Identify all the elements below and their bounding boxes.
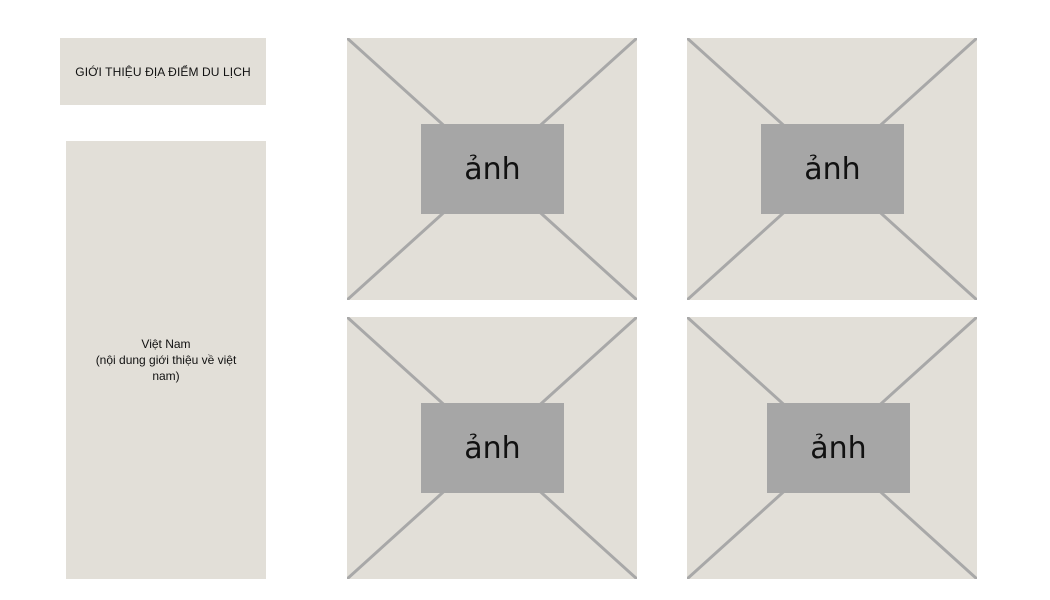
image-placeholder-2: ảnh [687,38,977,300]
image-placeholder-4: ảnh [687,317,977,579]
intro-text: Việt Nam (nội dung giới thiệu về việt na… [81,336,251,384]
image-placeholder-1: ảnh [347,38,637,300]
image-label: ảnh [464,430,521,466]
intro-heading: Việt Nam [141,337,191,351]
intro-description: (nội dung giới thiệu về việt nam) [95,353,237,383]
image-label: ảnh [464,151,521,187]
image-placeholder-3: ảnh [347,317,637,579]
image-label-box: ảnh [421,403,564,493]
image-label-box: ảnh [421,124,564,214]
page-title: GIỚI THIỆU ĐỊA ĐIỂM DU LỊCH [75,64,251,79]
image-label: ảnh [804,151,861,187]
intro-panel: Việt Nam (nội dung giới thiệu về việt na… [66,141,266,579]
image-label-box: ảnh [761,124,904,214]
image-label-box: ảnh [767,403,910,493]
title-box: GIỚI THIỆU ĐỊA ĐIỂM DU LỊCH [60,38,266,105]
image-label: ảnh [810,430,867,466]
